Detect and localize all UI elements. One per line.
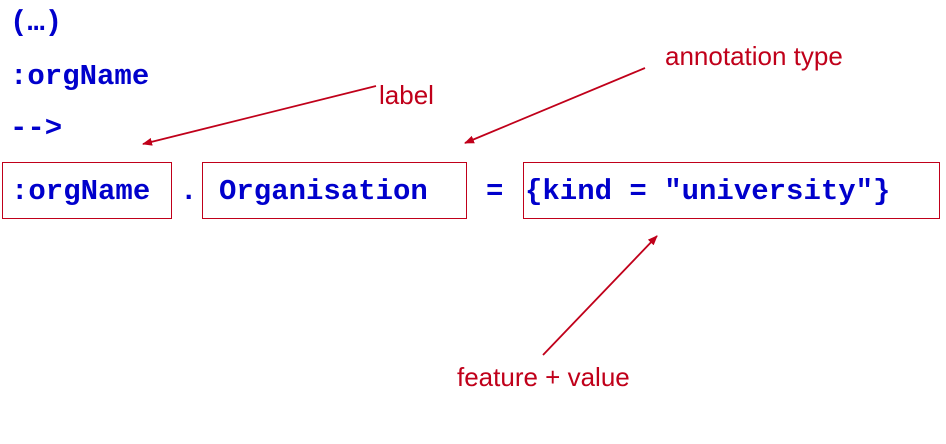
code-line-arrow: --> bbox=[10, 112, 63, 145]
rhs-features: {kind = "university"} bbox=[525, 175, 891, 208]
rhs-dot: . bbox=[180, 175, 198, 208]
label-box bbox=[2, 162, 172, 219]
code-line-label: :orgName bbox=[10, 60, 150, 93]
annotation-type-annotation: annotation type bbox=[665, 41, 843, 71]
feature-value-annotation: feature + value bbox=[457, 362, 630, 392]
feature-value-box bbox=[523, 162, 940, 219]
rhs-equals: = bbox=[486, 175, 504, 208]
label-arrow bbox=[142, 85, 377, 146]
annotation-type-box bbox=[202, 162, 467, 219]
code-line-ellipsis: (…) bbox=[10, 6, 63, 39]
annotation-type-arrow bbox=[464, 67, 646, 144]
rhs-annotation-type: Organisation bbox=[219, 175, 428, 208]
label-annotation: label bbox=[379, 80, 434, 110]
feature-value-arrow bbox=[542, 235, 658, 356]
rhs-label: :orgName bbox=[11, 175, 151, 208]
